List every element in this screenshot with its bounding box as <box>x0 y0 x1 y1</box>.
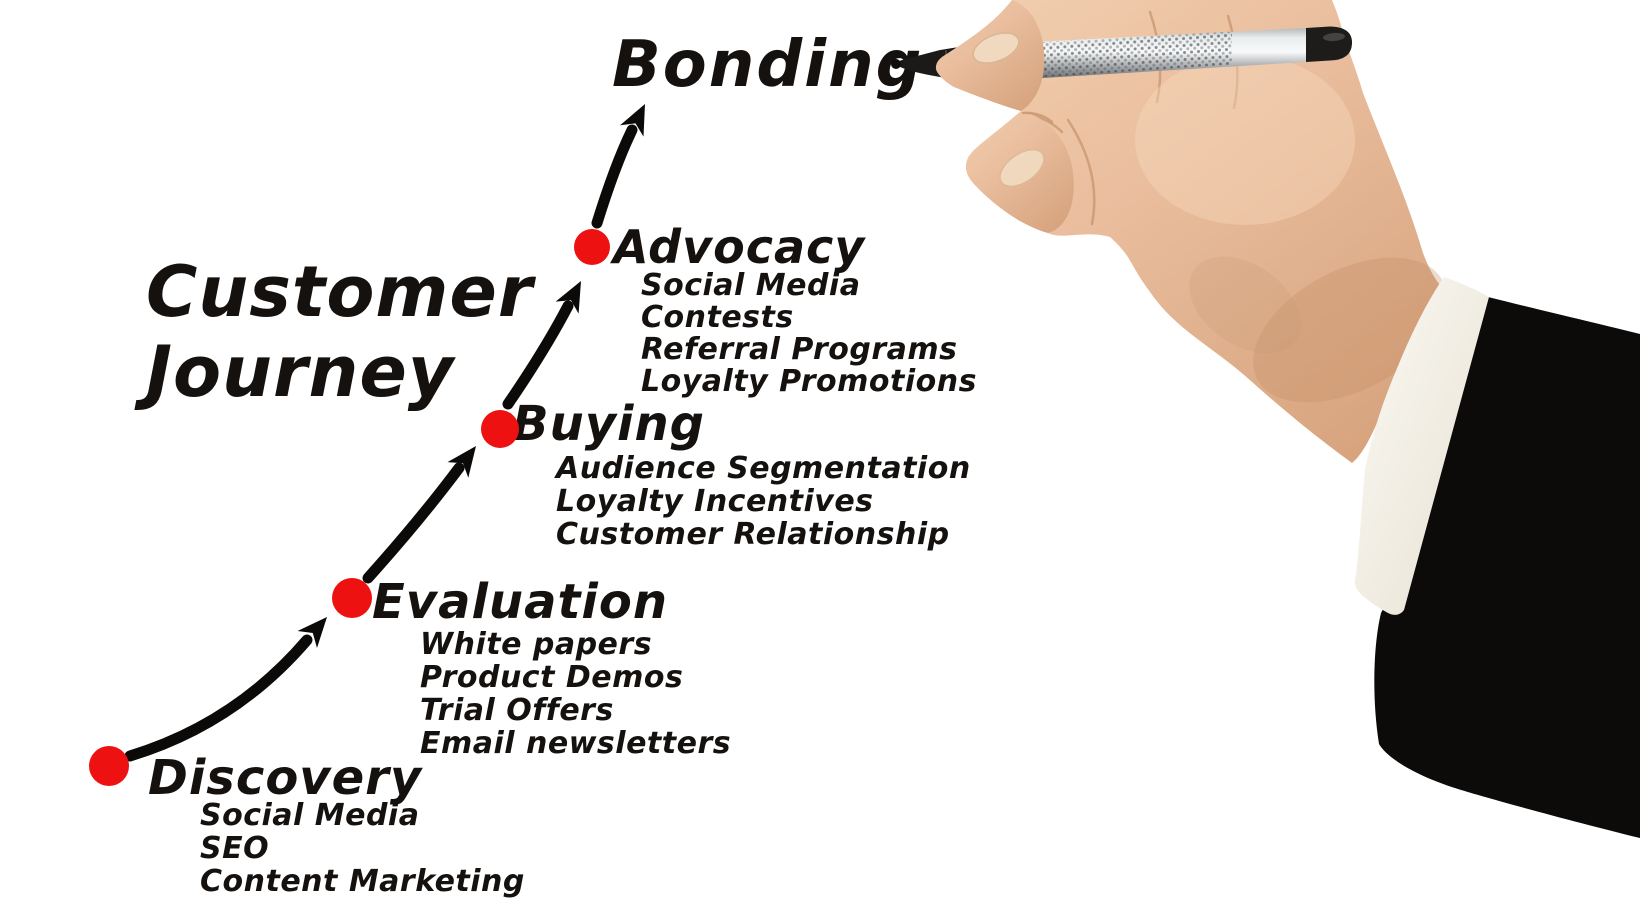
pen-end-cap <box>1306 26 1353 62</box>
stage-item: Customer Relationship <box>556 517 950 552</box>
hand-with-pen-illustration <box>891 0 1640 838</box>
pen-barrel <box>985 28 1306 82</box>
marker-pen-illustration <box>891 26 1353 82</box>
diagram-title: Customer Journey <box>146 251 534 413</box>
stage-item: Content Marketing <box>200 864 525 899</box>
stage-items-evaluation: White papers Product Demos Trial Offers … <box>420 628 731 760</box>
stage-item: Referral Programs <box>641 332 958 367</box>
thumbnail <box>999 148 1045 188</box>
arrow-evaluation-to-buying <box>362 462 465 584</box>
stage-item: Loyalty Incentives <box>556 484 874 519</box>
stage-item: Product Demos <box>420 660 684 695</box>
stage-heading-bonding: Bonding <box>612 28 924 102</box>
stage-item: SEO <box>200 831 270 866</box>
stage-heading-buying: Buying <box>512 396 706 452</box>
pen-collar-ring <box>974 44 985 82</box>
stage-heading-discovery: Discovery <box>148 750 423 806</box>
hand-highlight <box>1135 55 1355 225</box>
diagram-title-line2: Journey <box>146 331 455 413</box>
stage-items-discovery: Social Media SEO Content Marketing <box>200 799 525 898</box>
finger-crease <box>1021 111 1054 124</box>
pen-cone-ridges <box>945 46 970 80</box>
stage-items-advocacy: Social Media Contests Referral Programs … <box>641 270 977 398</box>
index-finger <box>935 0 1045 111</box>
suit-sleeve <box>1374 297 1640 838</box>
arrowhead-icon <box>555 281 581 314</box>
stage-items-buying: Audience Segmentation Loyalty Incentives… <box>556 452 971 551</box>
diagram-title-line1: Customer <box>146 251 534 333</box>
arrowhead-icon <box>447 446 476 478</box>
arrow-discovery-to-evaluation <box>124 634 313 762</box>
shirt-cuff <box>1354 277 1489 615</box>
hand-shading <box>1022 10 1239 226</box>
thumb <box>965 111 1074 233</box>
wrist-hair-texture <box>1189 256 1301 354</box>
arrow-advocacy-to-bonding <box>591 124 638 229</box>
stage-dot-discovery <box>89 746 129 786</box>
arrowhead-icon <box>620 104 645 137</box>
stage-dot-advocacy <box>574 229 610 265</box>
stage-heading-evaluation: Evaluation <box>372 574 669 630</box>
arrowhead-icon <box>297 617 327 648</box>
stage-dot-evaluation <box>332 578 372 618</box>
wrist-hair-texture <box>1253 257 1447 403</box>
stage-item: Contests <box>641 300 794 335</box>
stage-item: Social Media <box>641 268 861 303</box>
index-fingernail <box>972 32 1020 64</box>
stage-item: Loyalty Promotions <box>641 364 977 399</box>
stage-item: Email newsletters <box>420 726 732 761</box>
stage-item: Audience Segmentation <box>556 451 971 486</box>
stage-item: White papers <box>420 627 653 662</box>
pen-cap-glint <box>1323 32 1345 42</box>
hand-illustration <box>935 0 1446 463</box>
stage-heading-advocacy: Advocacy <box>613 220 866 274</box>
stage-item: Trial Offers <box>420 693 614 728</box>
pen-knurled-grip <box>992 31 1232 81</box>
stage-item: Social Media <box>200 798 420 833</box>
